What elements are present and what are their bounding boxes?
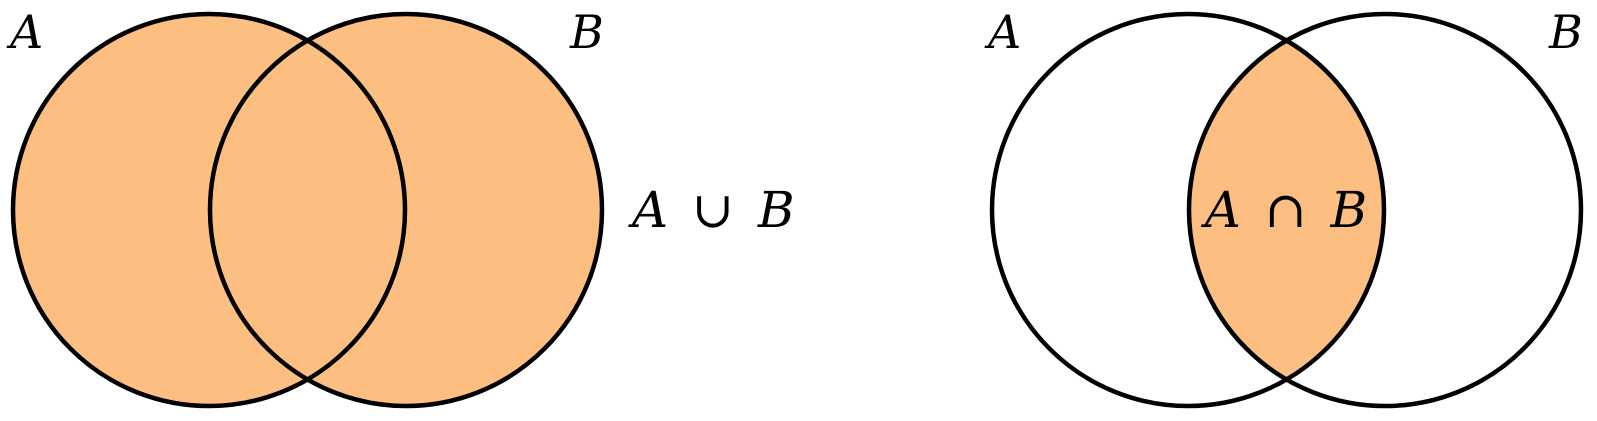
union-label-b: B xyxy=(569,5,604,59)
intersection-label-a: A xyxy=(984,5,1021,59)
intersection-circle-a xyxy=(989,11,1387,409)
intersection-op-right: B xyxy=(1330,181,1368,239)
intersection-circle-b xyxy=(1186,11,1584,409)
union-diagram: A B A ∪ B xyxy=(6,5,795,409)
union-operation-label: A ∪ B xyxy=(628,181,795,239)
union-circle-a xyxy=(10,11,408,409)
union-op-symbol: ∪ xyxy=(692,181,734,239)
intersection-label-b: B xyxy=(1548,5,1583,59)
union-op-right: B xyxy=(757,181,795,239)
intersection-fill-lens xyxy=(1189,14,1384,406)
intersection-op-symbol: ∩ xyxy=(1265,181,1307,239)
intersection-op-left: A xyxy=(1201,181,1241,239)
intersection-operation-label: A ∩ B xyxy=(1201,181,1368,239)
intersection-diagram: A B A ∩ B xyxy=(984,5,1584,409)
union-label-a: A xyxy=(6,5,43,59)
union-op-left: A xyxy=(628,181,668,239)
union-circle-b xyxy=(207,11,605,409)
